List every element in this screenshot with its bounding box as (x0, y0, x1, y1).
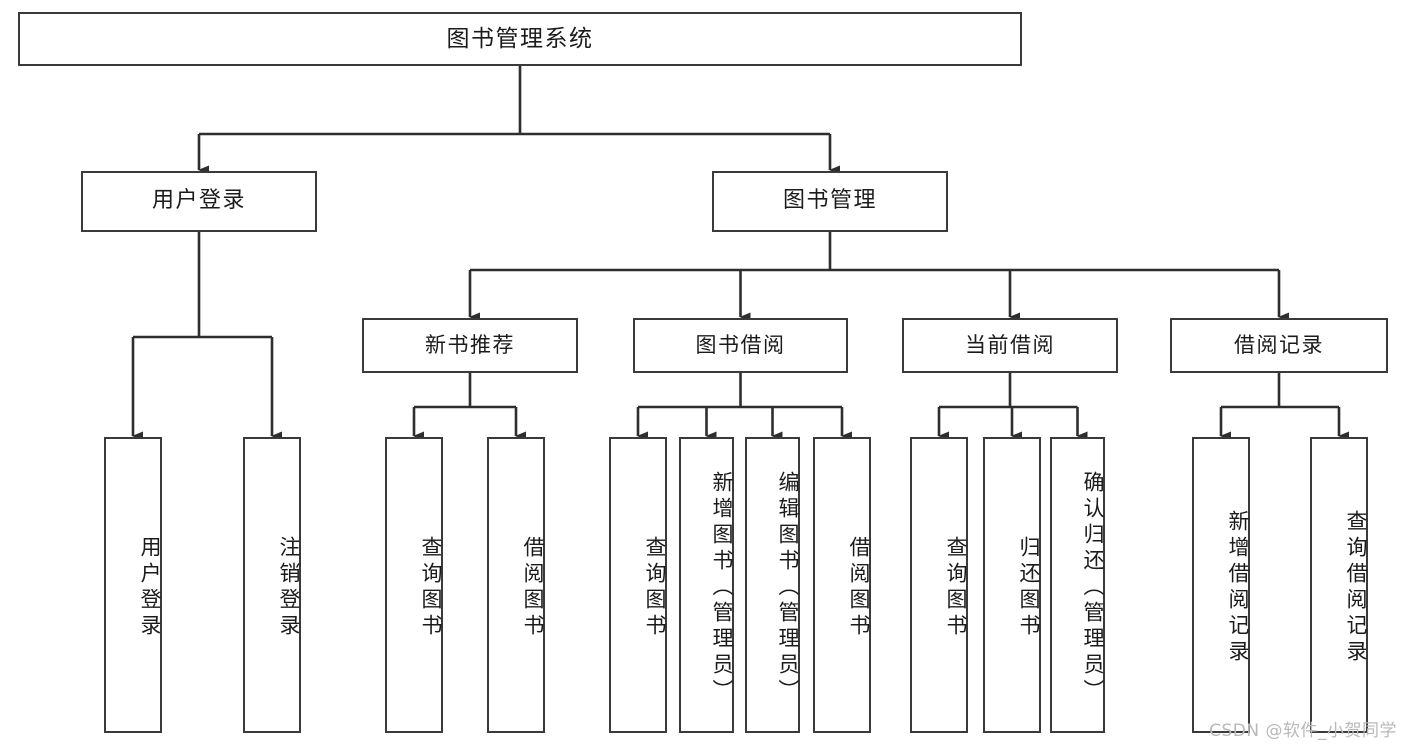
node-leaf-add-book[interactable]: 新增图书（管理员） (679, 437, 734, 733)
node-leaf-return-book-label: 归还图书 (1017, 536, 1041, 640)
node-leaf-user-logout[interactable]: 注销登录 (243, 437, 301, 733)
node-leaf-user-login[interactable]: 用户登录 (104, 437, 162, 733)
node-leaf-query-book-3-label: 查询图书 (944, 536, 968, 640)
node-leaf-confirm-return[interactable]: 确认归还（管理员） (1050, 437, 1105, 733)
csdn-watermark: CSDN @软件_小贺同学 (1209, 721, 1397, 741)
node-leaf-query-book-2[interactable]: 查询图书 (609, 437, 667, 733)
node-borrow-record-label: 借阅记录 (1234, 332, 1324, 357)
node-leaf-borrow-book-2[interactable]: 借阅图书 (813, 437, 871, 733)
node-current-borrow[interactable]: 当前借阅 (902, 318, 1118, 373)
node-leaf-query-record[interactable]: 查询借阅记录 (1310, 437, 1368, 733)
node-book-borrow[interactable]: 图书借阅 (633, 318, 848, 373)
node-user-login-label: 用户登录 (151, 188, 246, 214)
node-leaf-user-logout-label: 注销登录 (277, 536, 301, 640)
node-root[interactable]: 图书管理系统 (18, 12, 1022, 66)
node-leaf-query-book-2-label: 查询图书 (643, 536, 667, 640)
node-leaf-query-book-3[interactable]: 查询图书 (910, 437, 968, 733)
node-borrow-record[interactable]: 借阅记录 (1170, 318, 1388, 373)
node-book-manage[interactable]: 图书管理 (712, 171, 948, 232)
node-leaf-add-record-label: 新增借阅记录 (1226, 510, 1250, 666)
node-leaf-add-book-label: 新增图书（管理员） (710, 471, 734, 705)
node-root-label: 图书管理系统 (446, 25, 594, 52)
node-leaf-edit-book[interactable]: 编辑图书（管理员） (745, 437, 800, 733)
node-new-book-recommend[interactable]: 新书推荐 (362, 318, 578, 373)
node-leaf-query-book-1-label: 查询图书 (419, 536, 443, 640)
node-leaf-user-login-label: 用户登录 (138, 536, 162, 640)
node-leaf-borrow-book-1-label: 借阅图书 (521, 536, 545, 640)
node-leaf-query-record-label: 查询借阅记录 (1344, 510, 1368, 666)
node-leaf-borrow-book-1[interactable]: 借阅图书 (487, 437, 545, 733)
node-leaf-borrow-book-2-label: 借阅图书 (847, 536, 871, 640)
node-current-borrow-label: 当前借阅 (965, 332, 1055, 357)
node-leaf-query-book-1[interactable]: 查询图书 (385, 437, 443, 733)
node-leaf-add-record[interactable]: 新增借阅记录 (1192, 437, 1250, 733)
node-leaf-confirm-return-label: 确认归还（管理员） (1081, 471, 1105, 705)
node-new-book-recommend-label: 新书推荐 (425, 332, 515, 357)
node-leaf-edit-book-label: 编辑图书（管理员） (776, 471, 800, 705)
node-book-manage-label: 图书管理 (782, 188, 877, 214)
node-leaf-return-book[interactable]: 归还图书 (983, 437, 1041, 733)
node-user-login[interactable]: 用户登录 (81, 171, 317, 232)
node-book-borrow-label: 图书借阅 (695, 332, 786, 357)
